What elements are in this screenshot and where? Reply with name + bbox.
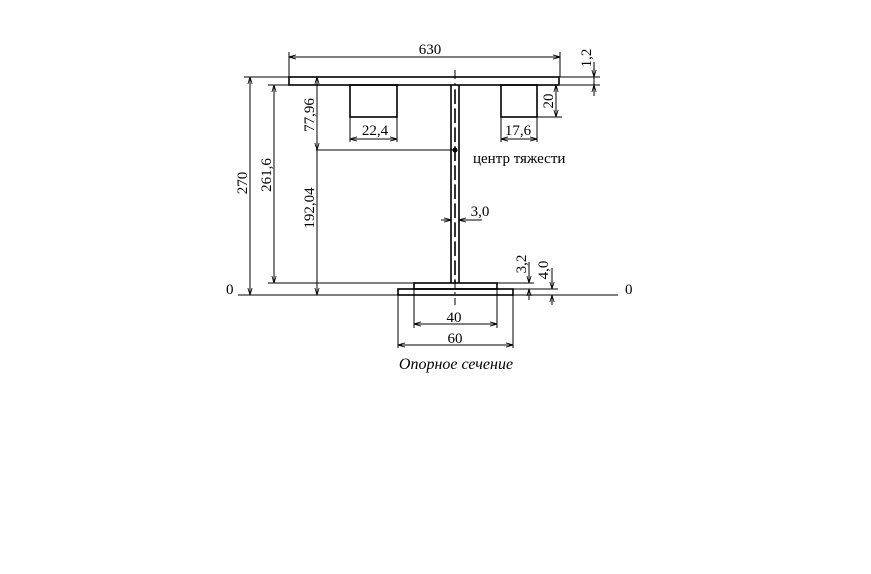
drawing-caption: Опорное сечение xyxy=(399,356,513,373)
top-flange xyxy=(288,76,560,86)
right-stiffener xyxy=(500,84,538,118)
dim-cog-offsets: 77,96 192,04 xyxy=(302,77,318,295)
dim-base-plate-thickness: 4,0 xyxy=(513,261,558,305)
dim-upper-offset-label: 77,96 xyxy=(302,98,318,132)
dim-left-stiffener: 22,4 xyxy=(349,117,398,142)
dim-base-plate-width: 60 xyxy=(397,295,514,348)
dim-base-plate-thickness-label: 4,0 xyxy=(536,261,552,280)
dim-total-height: 270 xyxy=(235,76,289,295)
axis-label-right: 0 xyxy=(625,282,633,298)
dim-total-height-label: 270 xyxy=(235,172,251,195)
dim-right-stiffener: 17,6 xyxy=(500,117,538,142)
dim-flange-width: 630 xyxy=(288,42,561,77)
dim-base-plate-width-label: 60 xyxy=(448,331,463,347)
dim-web-height-label: 261,6 xyxy=(259,158,275,192)
dim-lower-plate-thickness: 3,2 xyxy=(497,255,534,300)
dim-left-stiffener-label: 22,4 xyxy=(362,123,389,139)
dim-stiffener-height: 20 xyxy=(537,85,562,118)
dim-stiffener-height-label: 20 xyxy=(541,94,557,109)
dim-lower-plate-width-label: 40 xyxy=(447,310,462,326)
dim-flange-width-label: 630 xyxy=(419,42,442,58)
axis-label-left: 0 xyxy=(226,282,234,298)
dim-web-height: 261,6 xyxy=(259,84,414,284)
dim-right-stiffener-label: 17,6 xyxy=(505,123,532,139)
cog-point xyxy=(452,147,458,153)
dim-lower-plate-width: 40 xyxy=(413,289,498,328)
dim-flange-thickness-label: 1,2 xyxy=(579,49,595,68)
cog-label: центр тяжести xyxy=(473,151,565,167)
dim-flange-thickness: 1,2 xyxy=(560,49,600,96)
dim-lower-plate-thickness-label: 3,2 xyxy=(514,255,530,274)
dim-lower-offset-label: 192,04 xyxy=(302,187,318,229)
dim-web-thickness: 3,0 xyxy=(441,204,489,220)
dim-web-thickness-label: 3,0 xyxy=(471,204,490,220)
left-stiffener xyxy=(349,84,398,118)
